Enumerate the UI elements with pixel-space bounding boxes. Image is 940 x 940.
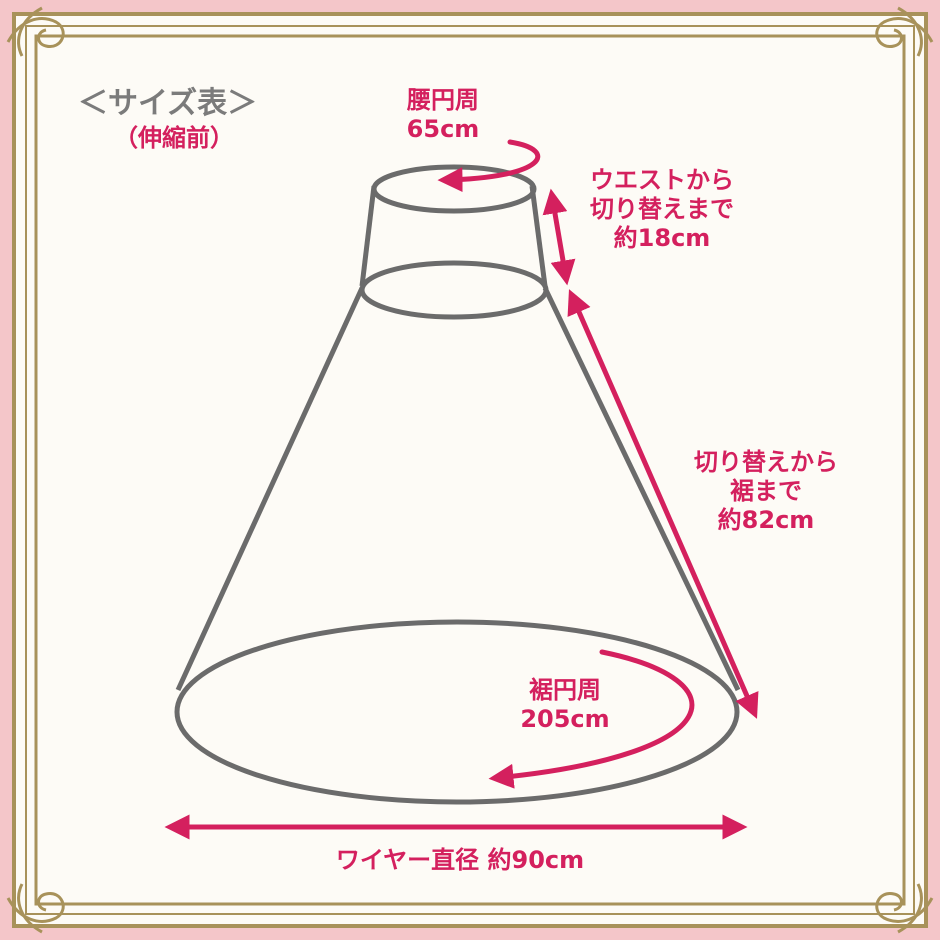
page-subtitle: （伸縮前）: [114, 124, 234, 153]
hem-circumference-label: 裾円周 205cm: [520, 676, 610, 733]
switch-to-hem-label: 切り替えから 裾まで 約82cm: [694, 448, 838, 534]
title-main: ＜サイズ表＞: [78, 86, 258, 121]
title-sub: （伸縮前）: [114, 124, 234, 152]
skirt-left-edge: [175, 286, 365, 692]
switch-seam-ellipse: [359, 260, 549, 320]
waist-opening-ellipse: [371, 164, 537, 214]
arrow-icon: [542, 188, 576, 286]
arrow-icon: [567, 289, 759, 719]
curved-arrow-icon: [488, 649, 695, 789]
waist-circumference-label: 腰円周 65cm: [406, 86, 480, 143]
waist-band-left-edge: [359, 185, 377, 287]
curved-arrow-icon: [437, 139, 541, 193]
wire-diameter-label: ワイヤー直径 約90cm: [335, 846, 585, 874]
waist-to-switch-label: ウエストから 切り替えまで 約18cm: [590, 166, 734, 252]
measure-arrows: [164, 139, 759, 840]
page-title: ＜サイズ表＞: [78, 86, 257, 122]
ornamental-frame: [6, 6, 934, 934]
